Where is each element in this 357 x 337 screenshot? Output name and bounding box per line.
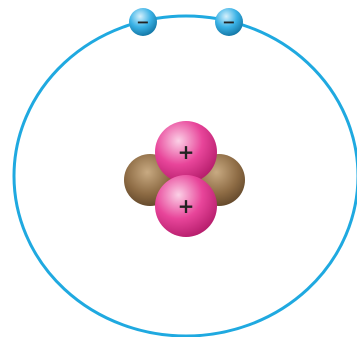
proton-top: +	[155, 121, 217, 183]
electron-right: −	[215, 8, 243, 36]
electron-left: −	[129, 8, 157, 36]
proton-bottom-sign: +	[178, 194, 195, 218]
proton-bottom: +	[155, 175, 217, 237]
electron-left-sign: −	[136, 13, 149, 32]
electron-orbit	[12, 14, 357, 337]
electron-right-sign: −	[222, 13, 235, 32]
nucleus: + +	[124, 121, 245, 237]
proton-top-sign: +	[178, 140, 195, 164]
